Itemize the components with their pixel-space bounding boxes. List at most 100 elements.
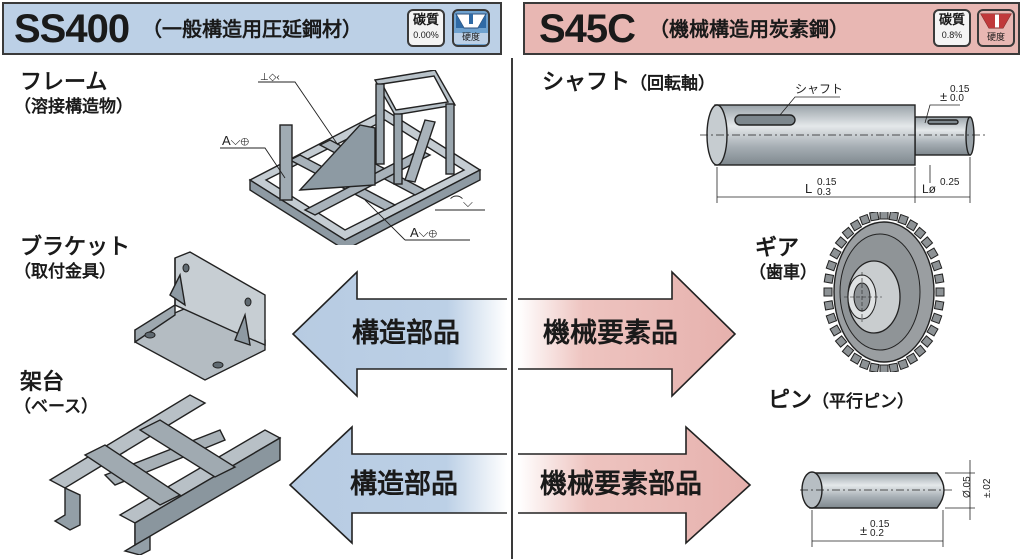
weld-symbol-3: A⌵⊕ <box>410 225 438 240</box>
gear-tooth <box>829 247 842 260</box>
gear-tooth <box>888 212 899 222</box>
gear-tooth <box>825 259 838 272</box>
gear-tooth <box>897 358 909 371</box>
shaft-label: シャフト（回転軸） <box>542 70 715 96</box>
gear-tooth <box>930 259 943 272</box>
gear-tooth <box>913 226 927 240</box>
weld-symbol-2: A⌵⊕ <box>222 133 250 148</box>
frame-subtitle: （溶接構造物） <box>14 97 133 117</box>
ss400-description: （一般構造用圧延鋼材） <box>142 17 362 41</box>
gear-tooth <box>823 273 835 284</box>
carbon-value: 0.00% <box>413 30 439 40</box>
carbon-label: 碳質 <box>412 13 439 28</box>
gear-tooth <box>935 287 945 297</box>
gear-label: ギア （歯車） <box>749 236 817 284</box>
gear-tooth <box>869 212 880 222</box>
gear-tooth <box>905 352 919 365</box>
gear-tooth <box>849 219 863 232</box>
shaft-tol-top: 0.15 <box>950 84 970 95</box>
carbon-badge-ss400: 碳質 0.00% <box>407 9 445 47</box>
gear-tooth <box>926 247 939 260</box>
pin-subtitle: （平行ピン） <box>812 392 915 412</box>
shaft-callout: シャフト <box>795 82 843 96</box>
arrow-label-structural-1: 構造部品 <box>352 318 460 349</box>
gear-illustration <box>823 212 945 372</box>
bracket-label: ブラケット （取付金具） <box>14 235 131 283</box>
hardness-label: 硬度 <box>454 33 488 44</box>
gear-tooth <box>897 213 909 226</box>
gear-tooth <box>888 362 899 372</box>
gear-tooth <box>879 212 889 220</box>
shaft-length-sup: 0.15 <box>817 177 837 188</box>
s45c-description: （機械構造用炭素鋼） <box>649 17 849 41</box>
gear-tooth <box>926 324 939 337</box>
gear-tooth <box>920 236 934 249</box>
s45c-header: S45C （機械構造用炭素鋼） 碳質 0.8% 硬度 <box>523 2 1020 55</box>
ss400-grade: SS400 <box>14 7 130 51</box>
shaft-subtitle: （回転軸） <box>630 74 716 94</box>
hardness-label: 硬度 <box>986 33 1005 43</box>
center-divider <box>511 58 513 559</box>
s45c-grade: S45C <box>539 7 636 51</box>
gear-tooth <box>859 358 871 371</box>
shaft-tol-bot: 0.0 <box>950 93 964 104</box>
hardness-low-icon <box>455 13 487 29</box>
gear-tooth <box>825 312 838 325</box>
arrow-label-structural-2: 構造部品 <box>350 469 458 500</box>
pin-label: ピン（平行ピン） <box>768 388 914 414</box>
arrow-left-structural-2 <box>288 425 507 545</box>
ss400-header: SS400 （一般構造用圧延鋼材） 碳質 0.00% 硬度 <box>2 2 502 55</box>
base-subtitle: （ベース） <box>14 397 99 417</box>
gear-tooth <box>905 219 919 232</box>
gear-tooth <box>930 312 943 325</box>
arrow-right-mechanical-1 <box>518 270 737 398</box>
welded-frame-illustration: ⊥◇‹ A⌵⊕ A⌵⊕ ⌒⌵ <box>220 70 485 245</box>
weld-symbol-4: ⌒⌵ <box>450 195 473 210</box>
gear-tooth <box>834 236 848 249</box>
pin-title: ピン <box>768 388 813 413</box>
gear-tooth <box>933 273 945 284</box>
arrow-label-mechanical-1: 機械要素品 <box>543 318 678 349</box>
gear-tooth <box>823 287 833 297</box>
gear-tooth <box>823 300 835 311</box>
hardness-badge-s45c: 硬度 <box>977 9 1015 47</box>
carbon-label: 碳質 <box>938 13 965 28</box>
pin-diameter-tol: ±.02 <box>982 478 993 498</box>
carbon-value: 0.8% <box>941 30 963 40</box>
gear-tooth <box>879 364 889 372</box>
arrow-label-mechanical-2: 機械要素部品 <box>540 469 702 500</box>
shaft-length-L: L <box>805 181 812 196</box>
gear-title: ギア <box>755 236 800 261</box>
pin-diameter: Ø.05 <box>962 476 973 498</box>
carbon-badge-s45c: 碳質 0.8% <box>933 9 971 47</box>
hardness-badge-ss400: 硬度 <box>452 9 490 47</box>
pin-illustration: Ø.05 ±.02 ± 0.15 0.2 <box>800 460 993 547</box>
gear-tooth <box>841 344 855 358</box>
shaft-illustration: シャフト ± 0.15 0.0 L 0.15 0.3 Lø 0.25 <box>700 82 985 203</box>
bracket-title: ブラケット <box>20 235 131 260</box>
base-illustration <box>48 394 282 555</box>
bracket-subtitle: （取付金具） <box>14 262 116 282</box>
base-label: 架台 （ベース） <box>14 370 98 418</box>
gear-tooth <box>841 226 855 240</box>
base-title: 架台 <box>20 370 65 395</box>
shaft-tol-pm: ± <box>940 89 947 104</box>
frame-label: フレーム （溶接構造物） <box>14 70 133 118</box>
shaft-lphi: Lø <box>922 182 937 196</box>
gear-tooth <box>834 335 848 348</box>
pin-length-pm: ± <box>860 523 867 538</box>
gear-tooth <box>859 213 871 226</box>
gear-tooth <box>920 335 934 348</box>
bracket-illustration <box>134 251 266 381</box>
arrow-right-mechanical-2 <box>518 425 752 545</box>
gear-tooth <box>829 324 842 337</box>
gear-tooth <box>913 344 927 358</box>
frame-title: フレーム <box>20 70 108 95</box>
gear-tooth <box>869 362 880 372</box>
shaft-length-sub: 0.3 <box>817 187 831 198</box>
gear-subtitle: （歯車） <box>749 263 817 283</box>
shaft-lphi-sup: 0.25 <box>940 177 960 188</box>
weld-symbol-1: ⊥◇‹ <box>260 72 280 83</box>
hardness-high-icon <box>980 13 1012 29</box>
